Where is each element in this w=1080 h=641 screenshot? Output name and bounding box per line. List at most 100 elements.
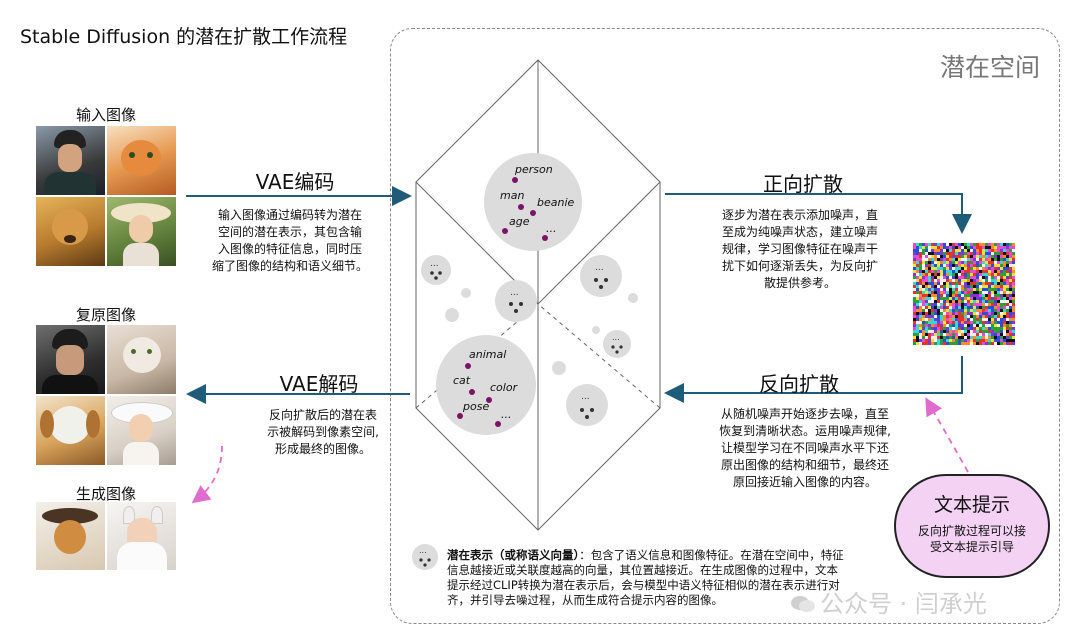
noise-pixel <box>934 243 937 246</box>
noise-pixel <box>934 342 937 345</box>
noise-pixel <box>964 291 967 294</box>
noise-pixel <box>988 267 991 270</box>
noise-pixel <box>991 270 994 273</box>
noise-pixel <box>934 294 937 297</box>
noise-pixel <box>994 291 997 294</box>
noise-pixel <box>958 339 961 342</box>
noise-pixel <box>928 312 931 315</box>
noise-pixel <box>988 273 991 276</box>
noise-pixel <box>1006 309 1009 312</box>
noise-pixel <box>943 333 946 336</box>
noise-pixel <box>922 276 925 279</box>
noise-pixel <box>946 270 949 273</box>
noise-pixel <box>961 249 964 252</box>
noise-pixel <box>976 267 979 270</box>
noise-pixel <box>928 330 931 333</box>
noise-pixel <box>913 243 916 246</box>
noise-pixel <box>922 294 925 297</box>
noise-pixel <box>925 324 928 327</box>
noise-pixel <box>958 330 961 333</box>
small-cluster-3: ... <box>580 255 622 297</box>
noise-pixel <box>994 273 997 276</box>
noise-pixel <box>931 324 934 327</box>
noise-pixel <box>928 324 931 327</box>
noise-pixel <box>976 264 979 267</box>
noise-pixel <box>1003 273 1006 276</box>
noise-pixel <box>1006 336 1009 339</box>
noise-pixel <box>931 282 934 285</box>
noise-pixel <box>922 258 925 261</box>
noise-pixel <box>922 333 925 336</box>
noise-pixel <box>997 336 1000 339</box>
restored-images-label: 复原图像 <box>75 306 136 324</box>
noise-pixel <box>943 309 946 312</box>
noise-pixel <box>958 276 961 279</box>
noise-pixel <box>925 255 928 258</box>
noise-pixel <box>985 276 988 279</box>
noise-pixel <box>925 249 928 252</box>
noise-pixel <box>964 282 967 285</box>
noise-pixel <box>949 309 952 312</box>
noise-pixel <box>1003 324 1006 327</box>
noise-pixel <box>922 255 925 258</box>
noise-pixel <box>928 246 931 249</box>
noise-pixel <box>955 267 958 270</box>
noise-pixel <box>940 261 943 264</box>
noise-pixel <box>1006 330 1009 333</box>
noise-pixel <box>979 330 982 333</box>
noise-pixel <box>1012 249 1015 252</box>
noise-pixel <box>943 282 946 285</box>
noise-pixel <box>970 300 973 303</box>
noise-pixel <box>964 300 967 303</box>
noise-pixel <box>997 321 1000 324</box>
word-ellipsis-bottom: ... <box>501 408 512 421</box>
noise-pixel <box>937 252 940 255</box>
noise-pixel <box>943 273 946 276</box>
noise-pixel <box>937 342 940 345</box>
noise-pixel <box>919 246 922 249</box>
noise-pixel <box>916 252 919 255</box>
noise-pixel <box>952 321 955 324</box>
noise-pixel <box>952 258 955 261</box>
noise-pixel <box>964 333 967 336</box>
noise-pixel <box>1012 294 1015 297</box>
noise-pixel <box>967 309 970 312</box>
noise-pixel <box>991 318 994 321</box>
noise-pixel <box>1003 261 1006 264</box>
noise-pixel <box>985 282 988 285</box>
noise-pixel <box>946 309 949 312</box>
noise-pixel <box>1003 342 1006 345</box>
noise-pixel <box>934 300 937 303</box>
noise-image <box>913 243 1015 345</box>
restored-to-generated-arrow <box>191 445 223 504</box>
noise-pixel <box>994 270 997 273</box>
noise-pixel <box>997 261 1000 264</box>
noise-pixel <box>1006 300 1009 303</box>
noise-pixel <box>988 258 991 261</box>
noise-pixel <box>940 306 943 309</box>
noise-pixel <box>1000 246 1003 249</box>
small-cluster-4: ... <box>603 330 631 358</box>
noise-pixel <box>997 324 1000 327</box>
noise-pixel <box>919 342 922 345</box>
noise-pixel <box>943 336 946 339</box>
grey-dot <box>552 361 566 375</box>
noise-pixel <box>964 318 967 321</box>
noise-pixel <box>970 342 973 345</box>
noise-pixel <box>952 255 955 258</box>
noise-pixel <box>916 279 919 282</box>
noise-pixel <box>964 309 967 312</box>
noise-pixel <box>934 315 937 318</box>
noise-pixel <box>916 267 919 270</box>
noise-pixel <box>961 333 964 336</box>
noise-pixel <box>961 336 964 339</box>
noise-pixel <box>1003 246 1006 249</box>
noise-pixel <box>1000 252 1003 255</box>
noise-pixel <box>1000 324 1003 327</box>
noise-pixel <box>961 339 964 342</box>
noise-pixel <box>994 243 997 246</box>
noise-pixel <box>994 333 997 336</box>
noise-pixel <box>985 273 988 276</box>
noise-pixel <box>961 300 964 303</box>
noise-pixel <box>970 276 973 279</box>
